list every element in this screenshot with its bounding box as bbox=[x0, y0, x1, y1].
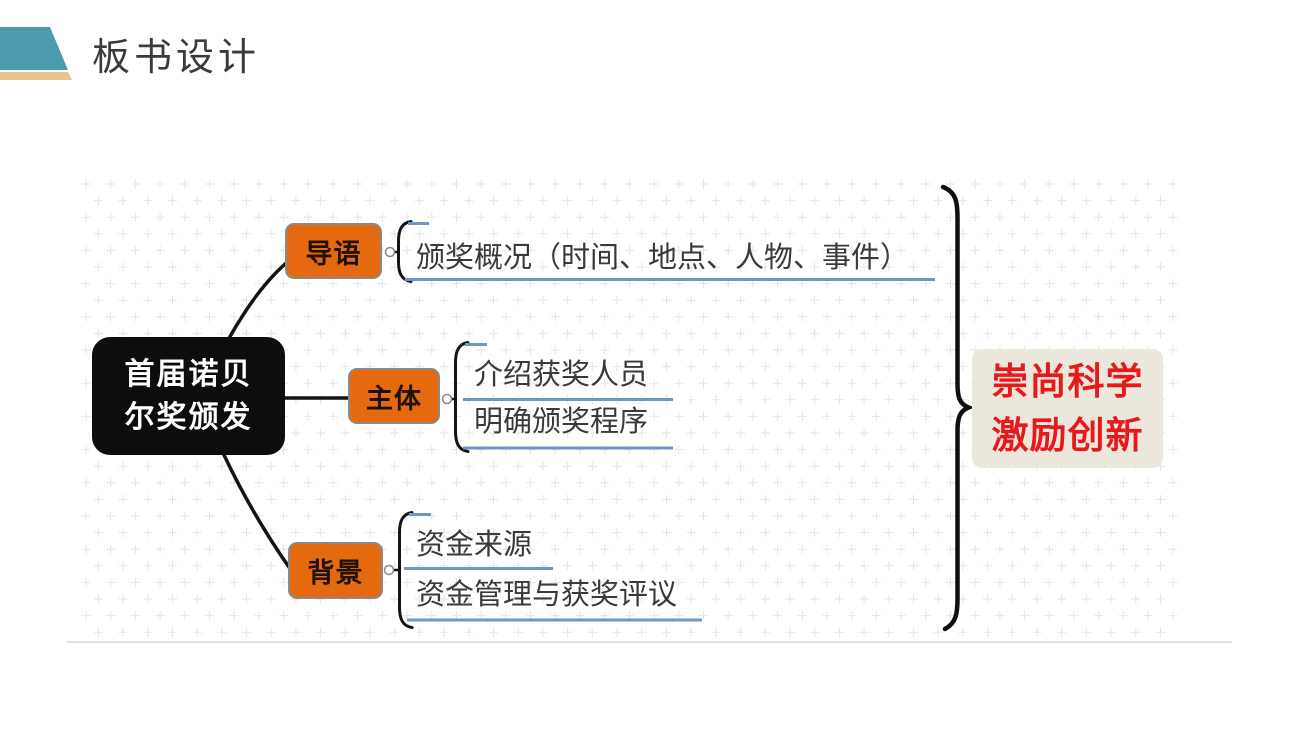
beijing-child-brace bbox=[398, 511, 414, 629]
branch-node-beijing: 背景 bbox=[288, 542, 383, 599]
child-label-fund-source: 资金来源 bbox=[416, 529, 533, 561]
summary-brace bbox=[940, 184, 975, 632]
dot-pattern bbox=[81, 179, 1178, 637]
child-label-award-overview: 颁奖概况（时间、地点、人物、事件） bbox=[416, 242, 910, 274]
beijing-connector-dot bbox=[383, 564, 395, 576]
zhuti-connector-dot bbox=[441, 393, 453, 405]
summary-box: 崇尚科学 激励创新 bbox=[972, 349, 1163, 468]
branch-label-beijing: 背景 bbox=[307, 558, 364, 588]
branch-label-zhuti: 主体 bbox=[366, 383, 422, 414]
zhuti-child-brace bbox=[454, 341, 470, 453]
page-title: 板书设计 bbox=[92, 37, 261, 79]
summary-line2: 激励创新 bbox=[991, 414, 1144, 456]
summary-line1: 崇尚科学 bbox=[991, 360, 1144, 402]
root-node: 首届诺贝 尔奖颁发 bbox=[92, 337, 285, 455]
branch-node-zhuti: 主体 bbox=[348, 368, 440, 424]
root-node-line1: 首届诺贝 bbox=[124, 357, 253, 391]
root-node-line2: 尔奖颁发 bbox=[124, 401, 253, 434]
daoyu-child-brace bbox=[397, 220, 413, 283]
header-logo-icon bbox=[0, 27, 72, 80]
tan-shape bbox=[0, 72, 72, 80]
root-to-beijing-line bbox=[222, 453, 293, 572]
daoyu-connector-dot bbox=[384, 246, 396, 258]
branch-node-daoyu: 导语 bbox=[285, 223, 382, 279]
mindmap-canvas bbox=[81, 179, 1178, 637]
child-label-introduce-winners: 介绍获奖人员 bbox=[474, 359, 649, 391]
branch-label-daoyu: 导语 bbox=[305, 238, 362, 269]
root-to-daoyu-line bbox=[226, 257, 293, 342]
teal-shape bbox=[0, 27, 68, 70]
child-label-award-procedure: 明确颁奖程序 bbox=[474, 406, 649, 438]
child-label-fund-management: 资金管理与获奖评议 bbox=[416, 579, 678, 611]
